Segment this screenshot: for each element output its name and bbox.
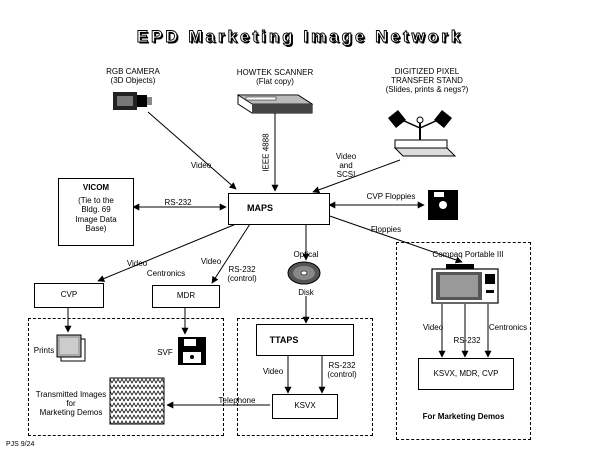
cvp-label: CVP <box>60 290 78 299</box>
compaq-label: Compaq Portable III <box>432 250 504 259</box>
conn-video-mdr: Video <box>200 257 222 266</box>
vicom-label: VICOM (Tie to the Bldg. 69 Image Data Ba… <box>75 183 117 233</box>
disk-label: Disk <box>298 288 314 297</box>
compaq-icon <box>431 264 499 304</box>
diagram-title: EPD Marketing Image Network <box>136 27 464 47</box>
conn-ieee: IEEE 4888 <box>261 133 271 172</box>
svf-floppy-icon <box>178 337 206 365</box>
conn-video-cvp: Video <box>126 259 148 268</box>
footer-initials: PJS 9/24 <box>6 441 35 448</box>
mdr-label: MDR <box>176 291 196 300</box>
conn-rs232-vicom: RS-232 <box>164 198 192 207</box>
optical-disk-icon <box>287 261 321 285</box>
transfer-stand-icon <box>388 110 457 157</box>
optical-label: Optical <box>293 250 319 259</box>
conn-video-compaq: Video <box>422 323 444 332</box>
ksvx-mdr-cvp-label: KSVX, MDR, CVP <box>433 369 499 378</box>
ksvx-label: KSVX <box>294 401 316 410</box>
ttaps-label: TTAPS <box>269 335 299 345</box>
for-marketing-demos-label: For Marketing Demos <box>422 412 505 421</box>
conn-video-camera: Video <box>190 161 212 170</box>
conn-video-ksvx: Video <box>262 367 284 376</box>
ttaps-box <box>256 324 354 356</box>
conn-rs232-control-mdr: RS-232 (control) <box>227 265 257 284</box>
output-devices-group <box>28 318 224 436</box>
transmitted-images-label: Transmitted Images for Marketing Demos <box>35 390 107 418</box>
vicom-box <box>58 178 134 246</box>
pixel-stand-label: DIGITIZED PIXEL TRANSFER STAND (Slides, … <box>385 67 469 95</box>
transmitted-image-icon <box>109 377 165 425</box>
conn-centronics-cvp: Centronics <box>146 269 186 278</box>
conn-video-scsi: Video and SCSI <box>335 152 357 180</box>
camera-icon <box>113 92 152 110</box>
conn-centronics-compaq: Centronics <box>488 323 528 332</box>
floppy-icon <box>428 190 458 220</box>
mdr-box <box>152 285 220 308</box>
ksvx-box <box>272 394 338 419</box>
svf-label: SVF <box>157 348 173 357</box>
conn-rs232-control-ksvx: RS-232 (control) <box>327 361 357 380</box>
scanner-icon <box>236 94 314 114</box>
conn-telephone: Telephone <box>218 396 256 405</box>
cvp-floppies-label: CVP Floppies <box>366 192 416 201</box>
maps-box <box>228 193 330 225</box>
conn-floppies: Floppies <box>370 225 402 234</box>
conn-rs232-compaq: RS-232 <box>453 336 481 345</box>
marketing-demos-group <box>396 242 531 440</box>
rgb-camera-label: RGB CAMERA (3D Objects) <box>106 67 160 86</box>
howtek-scanner-label: HOWTEK SCANNER (Flat copy) <box>236 68 314 87</box>
maps-label: MAPS <box>246 203 273 213</box>
cvp-box <box>34 283 104 308</box>
ttaps-group <box>237 318 373 436</box>
prints-icon <box>56 334 86 362</box>
prints-label: Prints <box>33 346 55 355</box>
ksvx-mdr-cvp-box <box>418 358 514 390</box>
